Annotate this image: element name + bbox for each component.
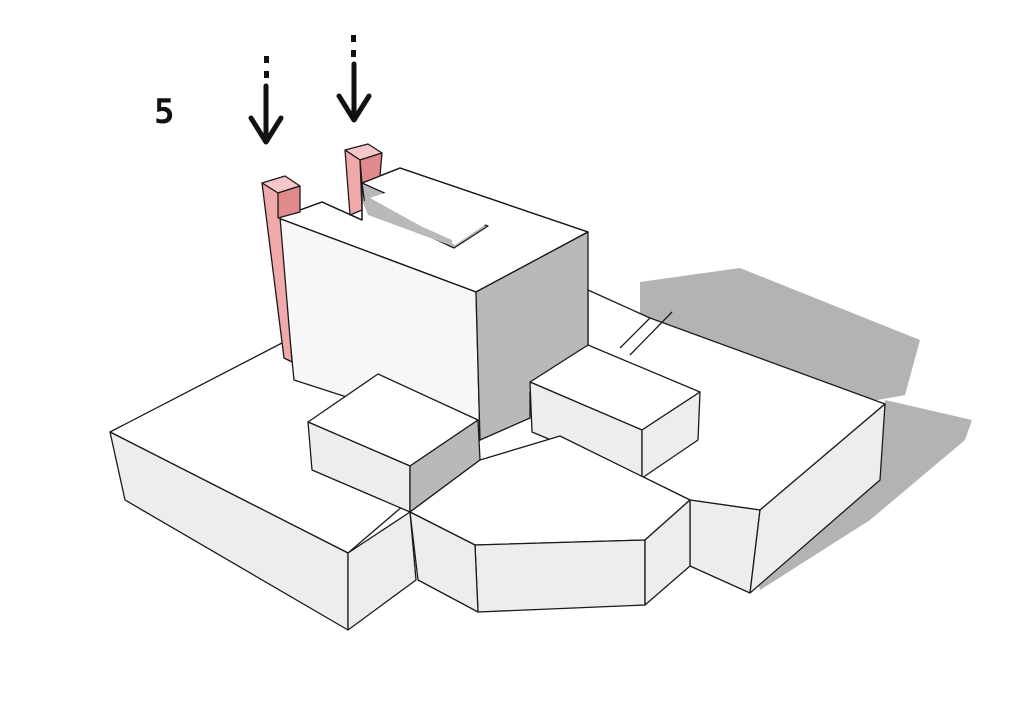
down-arrow-icon	[336, 35, 372, 123]
right-step-block	[529, 344, 701, 479]
front-left-step-block	[307, 373, 481, 513]
right-highlight-board	[344, 143, 383, 216]
front-polygonal-block	[409, 435, 691, 613]
left-highlight-board	[261, 175, 301, 363]
down-arrow-icon	[248, 56, 284, 145]
tall-slotted-block	[277, 167, 589, 441]
step-number-label: 5	[154, 92, 176, 132]
